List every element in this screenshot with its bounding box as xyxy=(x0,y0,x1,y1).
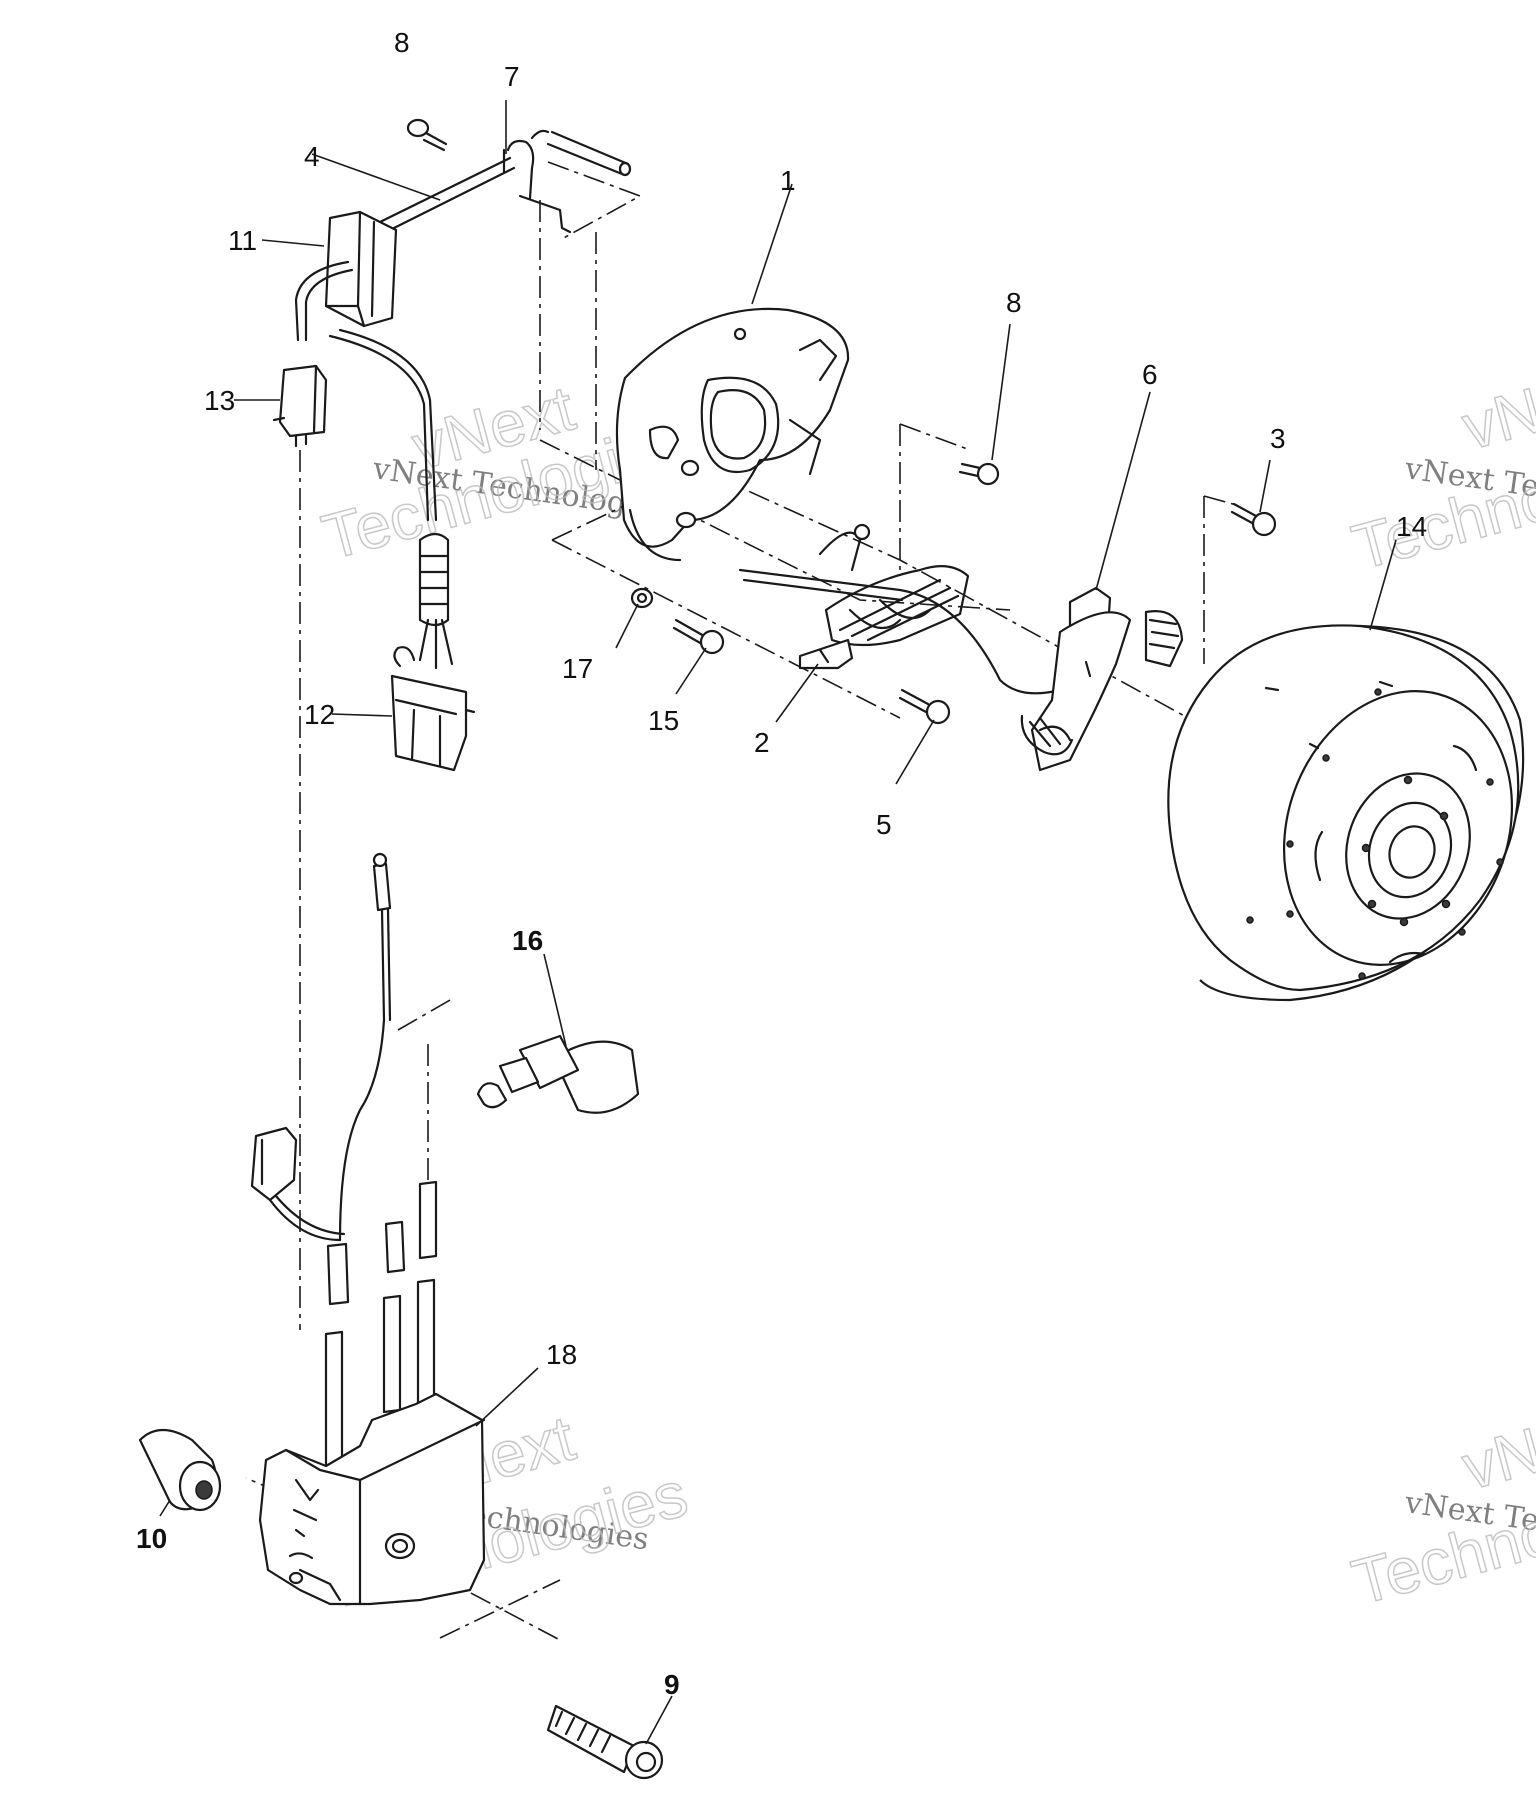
bolt-3 xyxy=(1230,502,1277,537)
bolt-5 xyxy=(898,688,951,725)
callout-4: 4 xyxy=(304,141,320,172)
spark-plug-cap-16 xyxy=(476,1034,640,1114)
callout-8-top: 8 xyxy=(394,27,410,58)
callout-9: 9 xyxy=(664,1669,680,1700)
connector-13 xyxy=(272,364,328,448)
callout-7: 7 xyxy=(504,61,520,92)
regulator-11 xyxy=(324,210,398,328)
callout-8-mid: 8 xyxy=(1006,287,1022,318)
callout-labels: 8 7 4 11 13 1 8 6 3 14 17 15 2 5 12 16 1… xyxy=(136,27,1427,1700)
stator-plate-1 xyxy=(615,307,850,562)
clip-7 xyxy=(502,139,572,234)
bolt-15 xyxy=(672,618,725,655)
callout-2: 2 xyxy=(754,727,770,758)
bolt-8-top xyxy=(406,118,448,152)
callout-12: 12 xyxy=(304,699,335,730)
wire-clamp-2 xyxy=(798,638,854,670)
callout-16: 16 xyxy=(512,925,543,956)
bolt-8-mid xyxy=(958,462,1000,486)
watermark-word: vNext xyxy=(1455,352,1536,464)
ignition-coil-18 xyxy=(258,1180,486,1606)
callout-1: 1 xyxy=(780,165,796,196)
callout-15: 15 xyxy=(648,705,679,736)
bolt-9 xyxy=(546,1704,664,1780)
washer-17 xyxy=(630,587,654,609)
lower-wiring xyxy=(250,852,392,1306)
callout-11: 11 xyxy=(228,225,257,256)
callout-17: 17 xyxy=(562,653,593,684)
rubber-cap-10 xyxy=(138,1428,222,1512)
pickup-coil-6 xyxy=(1020,586,1184,772)
wire-tube-4 xyxy=(378,129,632,234)
watermark-word: vNext xyxy=(1455,1392,1536,1504)
stator-coil xyxy=(738,523,1062,695)
flywheel-14 xyxy=(1167,624,1525,1002)
callout-10: 10 xyxy=(136,1523,167,1554)
leader-lines xyxy=(159,100,1397,1745)
callout-13: 13 xyxy=(204,385,235,416)
connector-12 xyxy=(390,532,476,772)
callout-18: 18 xyxy=(546,1339,577,1370)
callout-6: 6 xyxy=(1142,359,1158,390)
wire-harness xyxy=(272,118,632,772)
callout-5: 5 xyxy=(876,809,892,840)
callout-3: 3 xyxy=(1270,423,1286,454)
callout-14: 14 xyxy=(1396,511,1427,542)
